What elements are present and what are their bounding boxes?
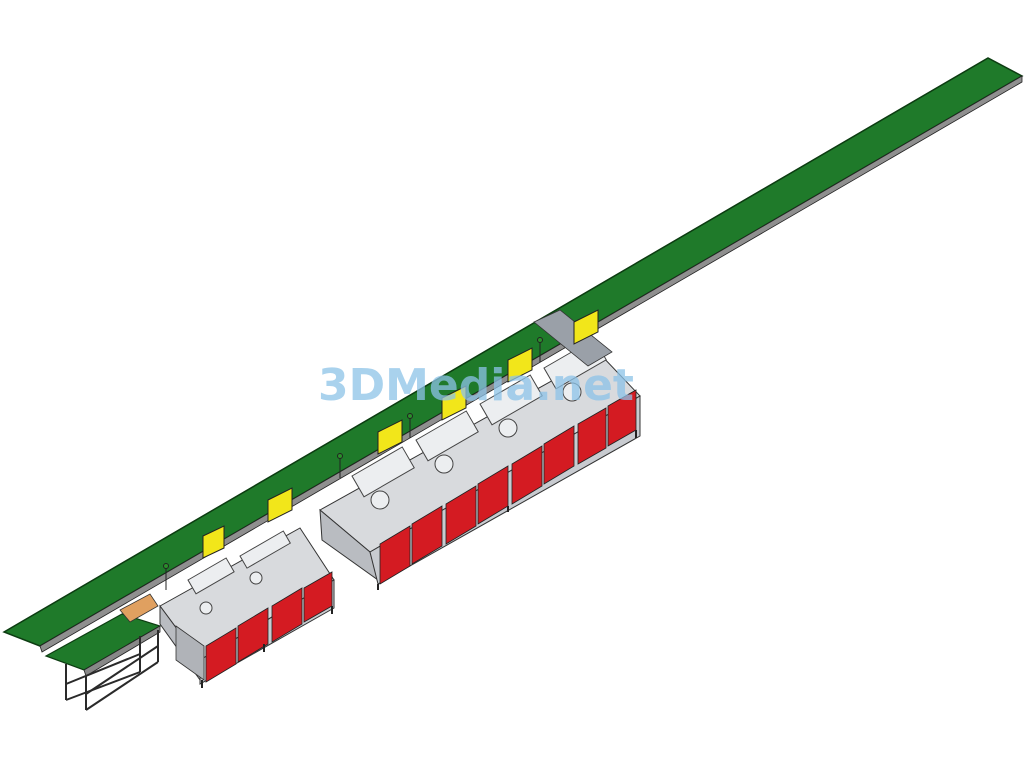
monitor-icon (202, 525, 225, 559)
monitor-icon (507, 347, 533, 383)
feed-conveyor (44, 593, 162, 711)
machine-block-right (319, 309, 641, 590)
signal-towers (163, 337, 543, 590)
monitor-icon (573, 309, 599, 345)
monitor-icon (377, 419, 403, 455)
main-conveyor (2, 57, 1024, 653)
monitor-icon (267, 487, 293, 523)
machine-block-left (159, 527, 335, 688)
monitor-icon (441, 385, 467, 421)
station-monitors (202, 309, 599, 559)
